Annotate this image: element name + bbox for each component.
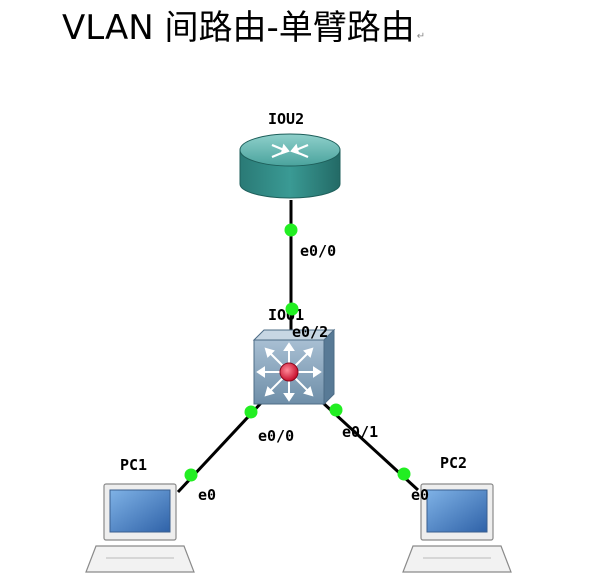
router-icon bbox=[239, 133, 341, 199]
port-dot-iou1-e0-1[interactable] bbox=[329, 403, 343, 417]
pc1[interactable]: PC1 bbox=[85, 456, 195, 573]
port-dots bbox=[184, 223, 411, 482]
port-label-pc2-e0: e0 bbox=[411, 486, 429, 504]
router-iou2[interactable]: IOU2 bbox=[239, 110, 341, 199]
pc2[interactable]: PC2 bbox=[402, 454, 512, 573]
port-label-iou1-e0-1: e0/1 bbox=[342, 423, 378, 441]
port-label-iou1-e0-0: e0/0 bbox=[258, 427, 294, 445]
port-dot-iou2-e0-0[interactable] bbox=[284, 223, 298, 237]
port-label-iou2-e0-0: e0/0 bbox=[300, 242, 336, 260]
port-labels: e0/0 e0/2 e0/0 e0 e0/1 e0 bbox=[198, 242, 429, 504]
paragraph-mark: ↵ bbox=[416, 31, 426, 42]
diagram-title: VLAN 间路由-单臂路由↵ bbox=[62, 4, 425, 61]
diagram-title-text: VLAN 间路由-单臂路由 bbox=[62, 8, 415, 48]
router-label: IOU2 bbox=[268, 110, 304, 128]
port-dot-pc2-e0[interactable] bbox=[397, 467, 411, 481]
laptop-icon bbox=[402, 483, 512, 573]
port-dot-pc1-e0[interactable] bbox=[184, 468, 198, 482]
port-label-pc1-e0: e0 bbox=[198, 486, 216, 504]
laptop-icon bbox=[85, 483, 195, 573]
multilayer-switch-icon bbox=[252, 328, 336, 406]
port-label-iou1-e0-2: e0/2 bbox=[292, 323, 328, 341]
switch-iou1[interactable]: IOU1 bbox=[252, 306, 336, 406]
pc1-label: PC1 bbox=[120, 456, 147, 474]
port-dot-iou1-e0-2[interactable] bbox=[285, 302, 299, 316]
pc2-label: PC2 bbox=[440, 454, 467, 472]
port-dot-iou1-e0-0[interactable] bbox=[244, 405, 258, 419]
